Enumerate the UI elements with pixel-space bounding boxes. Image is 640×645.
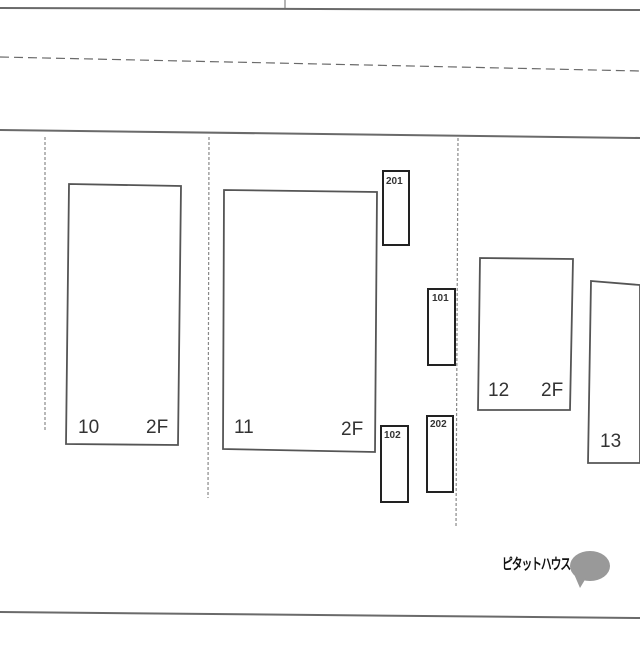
parking-space-102-label: 102 — [384, 430, 401, 441]
building-10-outline — [65, 183, 182, 446]
brand-logo-text: ピタットハウス — [502, 556, 571, 573]
lot-divider-2 — [207, 136, 210, 499]
road-edge-top — [0, 7, 640, 11]
building-12-floors: 2F — [541, 380, 564, 401]
road-center-line — [0, 56, 640, 72]
parking-space-101-outline — [427, 288, 456, 366]
parking-space-202-outline — [426, 415, 454, 493]
site-edge-bottom — [0, 611, 640, 619]
building-12-number: 12 — [488, 380, 510, 401]
building-13-outline — [587, 280, 640, 464]
speech-bubble-icon — [570, 551, 610, 588]
building-11-floors: 2F — [341, 419, 364, 440]
parking-space-201-outline — [382, 170, 410, 246]
lot-divider-3 — [455, 137, 459, 529]
building-10-floors: 2F — [146, 417, 169, 438]
building-13-number: 13 — [600, 431, 622, 452]
parking-space-102-outline — [380, 425, 409, 503]
building-11-number: 11 — [234, 417, 254, 438]
parking-space-101-label: 101 — [432, 293, 449, 304]
parking-space-201-label: 201 — [386, 176, 403, 187]
building-11-outline — [222, 189, 378, 453]
building-10-number: 10 — [78, 417, 100, 438]
road-edge-bottom — [0, 129, 640, 139]
building-12-outline — [477, 257, 574, 411]
parking-space-202-label: 202 — [430, 419, 447, 430]
